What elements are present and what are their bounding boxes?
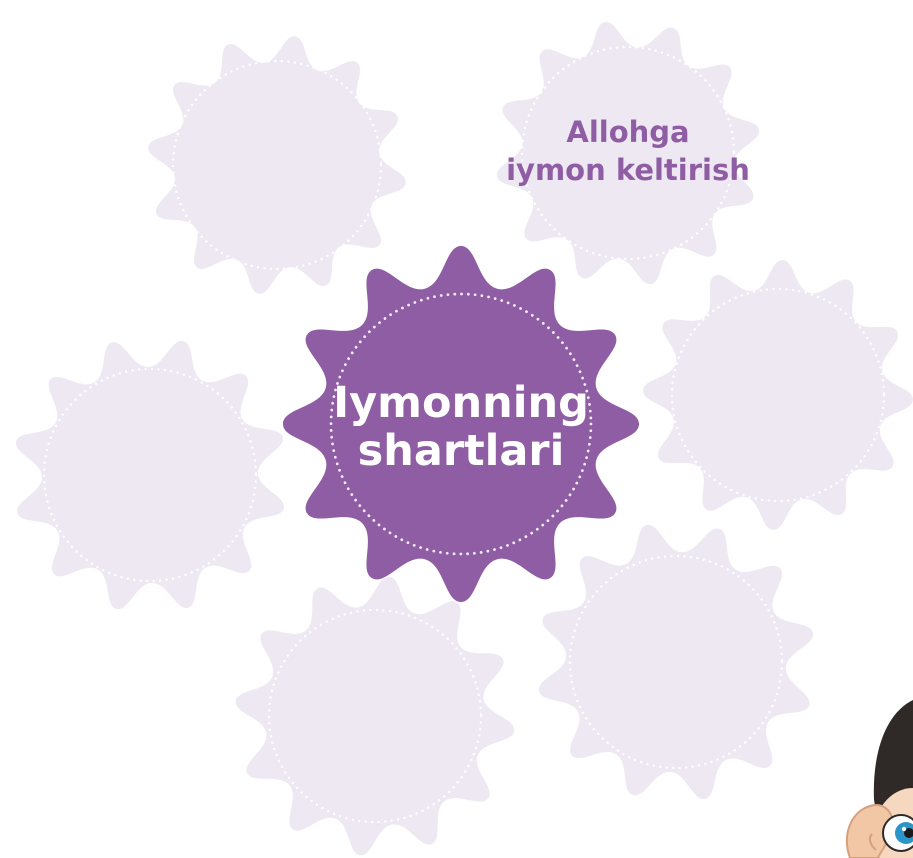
petal-top-right-line2: iymon keltirish xyxy=(506,153,750,187)
petal-top-right: Allohga iymon keltirish xyxy=(497,22,759,284)
petal-bottom-left xyxy=(236,577,515,856)
cartoon-girl-peeking-icon xyxy=(847,700,913,858)
center-node: Iymonning shartlari xyxy=(283,246,639,602)
sun-shape-left xyxy=(16,341,284,609)
sun-shape-top-left xyxy=(148,36,406,294)
sun-shape-bottom-right xyxy=(539,525,813,799)
sun-shape-bottom-left xyxy=(236,577,515,856)
petal-right xyxy=(643,260,913,530)
center-title-line2: shartlari xyxy=(358,426,565,476)
petal-bottom-right xyxy=(539,525,813,799)
petal-top-left xyxy=(148,36,406,294)
petal-left xyxy=(16,341,284,609)
sun-shape-right xyxy=(643,260,913,530)
petal-top-right-line1: Allohga xyxy=(566,115,689,149)
center-title-line1: Iymonning xyxy=(333,378,589,428)
